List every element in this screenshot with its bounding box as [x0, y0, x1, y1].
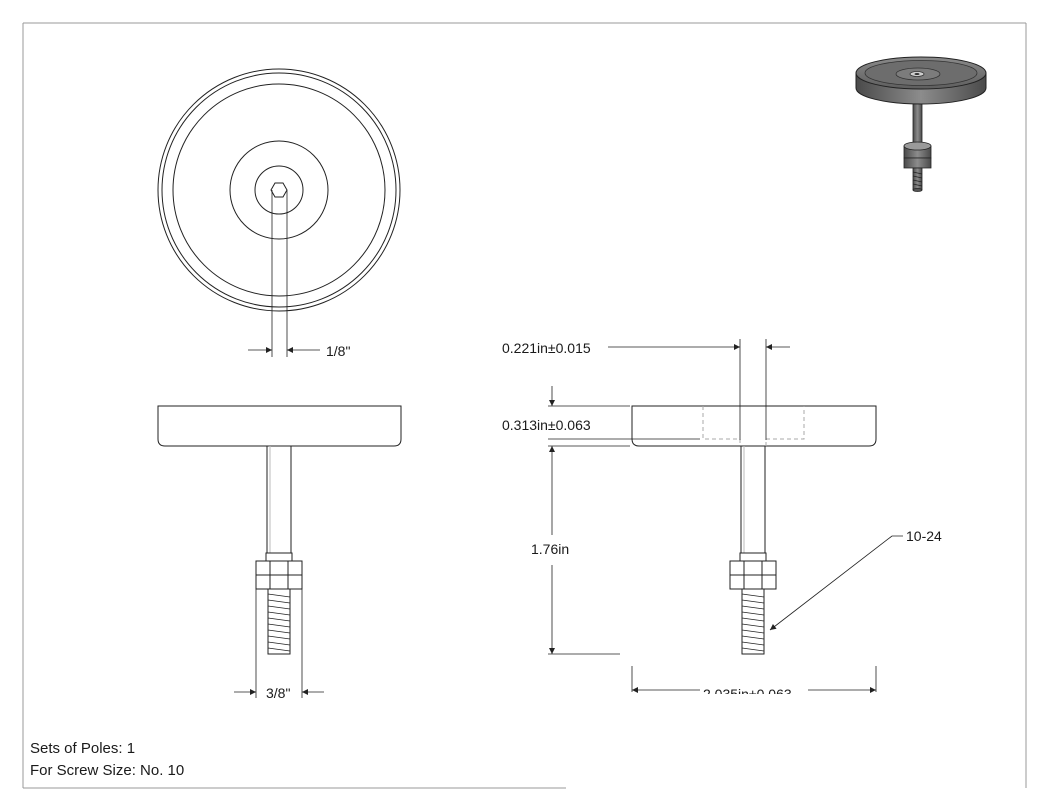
recess-depth-dimension: 0.313in±0.063: [502, 417, 591, 433]
poles-note: Sets of Poles: 1: [30, 740, 136, 757]
nut-size-dimension: 3/8": [266, 685, 290, 701]
stud-length-dimension: 1.76in: [531, 541, 569, 557]
top-view: [157, 68, 401, 357]
recess-width-dimension: 0.221in±0.015: [502, 340, 591, 356]
top-hole-dimension: 1/8": [326, 343, 350, 359]
clip-mask: [566, 694, 906, 704]
isometric-view: [855, 56, 987, 192]
sheet-border: [22, 22, 1027, 789]
screw-size-note: For Screw Size: No. 10: [30, 762, 185, 779]
side-view: [548, 339, 903, 693]
front-view: [157, 405, 402, 698]
thread-callout: 10-24: [906, 528, 942, 544]
